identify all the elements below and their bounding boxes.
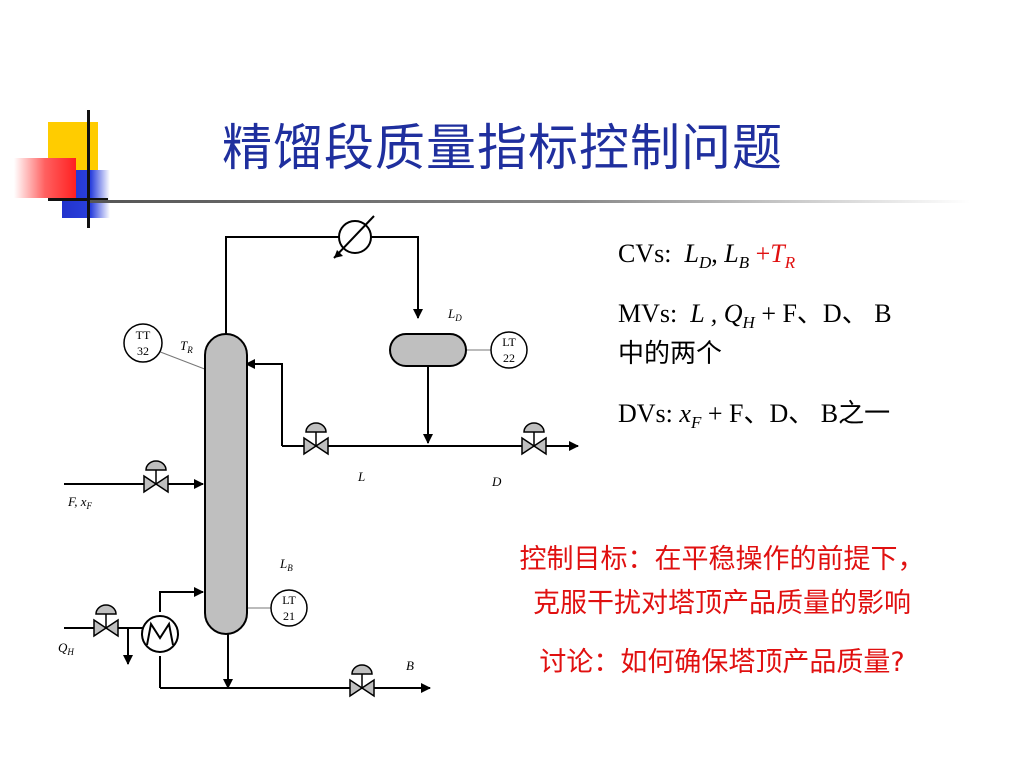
control-goal-line2: 克服干扰对塔顶产品质量的影响: [533, 588, 911, 619]
distillate-valve-icon: [521, 422, 547, 456]
distillation-column: [204, 333, 248, 635]
dvs-line: DVs: xF + F、D、 B之一: [618, 399, 891, 433]
distillation-diagram: TT 32 LT 22 LT 21 TR LD LB L D B F, xF Q…: [58, 215, 579, 698]
mvs-line: MVs: L , QH + F、D、 B 中的两个: [618, 299, 892, 369]
condenser-icon: [333, 215, 375, 259]
svg-text:21: 21: [283, 609, 295, 623]
svg-text:TT: TT: [136, 328, 151, 342]
lt21-instrument: LT 21: [270, 589, 308, 627]
bottoms-b-label: B: [406, 658, 414, 673]
svg-text:LT: LT: [502, 335, 516, 349]
lt22-instrument: LT 22: [490, 331, 528, 369]
lb-label: LB: [279, 556, 293, 573]
steam-valve-icon: [93, 604, 119, 638]
distillate-d-label: D: [491, 474, 502, 489]
ld-label: LD: [447, 306, 462, 323]
cvs-line: CVs: LD, LB +TR: [618, 239, 796, 273]
control-goal: 控制目标：在平稳操作的前提下， 克服干扰对塔顶产品质量的影响: [462, 538, 982, 626]
deco-horizontal-line: [48, 198, 108, 201]
deco-vertical-line: [87, 110, 90, 228]
reflux-valve-icon: [303, 422, 329, 456]
reflux-drum: [389, 333, 467, 367]
tr-label: TR: [180, 338, 193, 355]
svg-text:22: 22: [503, 351, 515, 365]
discussion-question: 讨论：如何确保塔顶产品质量?: [539, 647, 905, 678]
feed-label: F, xF: [67, 494, 93, 511]
qh-label: QH: [58, 640, 74, 657]
title-rule: [90, 200, 970, 203]
bottoms-valve-icon: [349, 664, 375, 698]
svg-text:32: 32: [137, 344, 149, 358]
tt32-instrument: TT 32: [123, 323, 163, 363]
control-goal-line1: 控制目标：在平稳操作的前提下，: [519, 544, 925, 575]
reflux-l-label: L: [357, 469, 365, 484]
svg-text:LT: LT: [282, 593, 296, 607]
reboiler-icon: [141, 615, 179, 653]
page-title: 精馏段质量指标控制问题: [222, 119, 783, 177]
mvs-line2: 中的两个: [618, 339, 723, 369]
deco-red-square: [14, 158, 76, 198]
feed-valve-icon: [143, 460, 169, 494]
